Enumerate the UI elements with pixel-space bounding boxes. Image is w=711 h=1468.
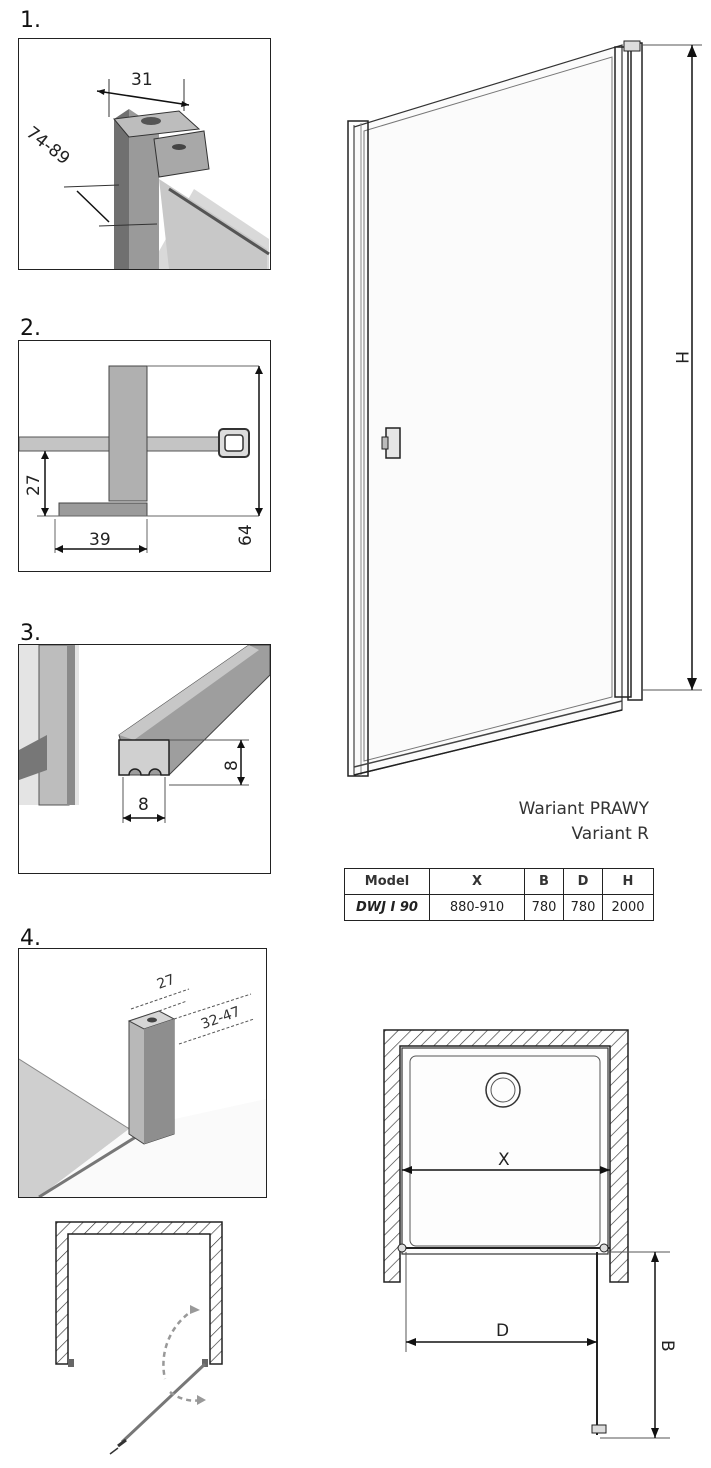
step-3-dim-height: 8 [222, 760, 242, 771]
table-row: DWJ I 90 880-910 780 780 2000 [344, 894, 654, 921]
step-4-detail-panel: 27 32-47 [18, 948, 267, 1198]
step-3-dim-width: 8 [138, 795, 149, 815]
step-2-dim-width: 39 [89, 530, 111, 550]
step-4-illustration: 27 32-47 [19, 972, 266, 1197]
step-1-detail-panel: 31 74-89 [18, 38, 271, 270]
cell-d: 780 [563, 894, 603, 921]
step-2-illustration: 64 27 39 [19, 365, 263, 553]
plan-d-label: D [496, 1321, 509, 1341]
column-header-x: X [429, 868, 525, 895]
step-1-illustration: 31 74-89 [22, 70, 270, 269]
door-elevation-drawing: H [347, 40, 702, 777]
step-2-dim-clearance: 27 [24, 474, 44, 496]
column-header-d: D [563, 868, 603, 895]
step-1-dim-depth-range: 74-89 [22, 123, 73, 169]
variant-label-pl: Wariant PRAWY [518, 799, 649, 819]
step-4-number: 4. [20, 926, 41, 951]
plan-x-label: X [498, 1150, 510, 1170]
step-4-dim-width: 27 [155, 972, 177, 993]
variant-caption: Wariant PRAWY Variant R [519, 797, 649, 847]
variant-label-en: Variant R [571, 824, 649, 844]
column-header-b: B [524, 868, 564, 895]
column-header-h: H [602, 868, 654, 895]
step-2-number: 2. [20, 316, 41, 341]
step-1-dim-width: 31 [131, 70, 153, 90]
table-header-row: Model X B D H [344, 868, 654, 895]
column-header-model: Model [344, 868, 430, 895]
cell-b: 780 [524, 894, 564, 921]
step-2-detail-panel: 64 27 39 [18, 340, 271, 572]
step-4-dim-depth-range: 32-47 [199, 1004, 243, 1033]
step-3-number: 3. [20, 621, 41, 646]
cell-x: 880-910 [429, 894, 525, 921]
step-3-illustration: 8 8 [19, 645, 270, 823]
step-3-detail-panel: 8 8 [18, 644, 271, 874]
door-swing-plan [55, 1221, 223, 1455]
installation-plan-view: X D B [383, 1029, 677, 1439]
cell-h: 2000 [602, 894, 654, 921]
cell-model: DWJ I 90 [344, 894, 430, 921]
plan-b-label: B [657, 1340, 677, 1352]
step-1-number: 1. [20, 8, 41, 33]
door-height-label: H [671, 351, 691, 364]
step-2-dim-height: 64 [236, 524, 256, 546]
dimensions-table: Model X B D H DWJ I 90 880-910 780 780 2… [344, 868, 654, 921]
